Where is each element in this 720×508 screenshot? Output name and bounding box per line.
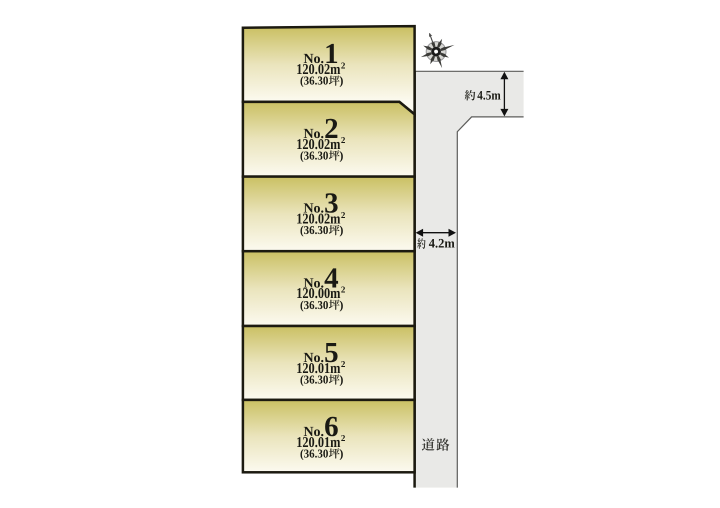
svg-text:120.00m: 120.00m	[296, 286, 341, 302]
svg-text:): )	[339, 74, 343, 88]
svg-text:2: 2	[341, 433, 346, 443]
svg-text:2: 2	[341, 135, 346, 145]
svg-text:): )	[339, 298, 343, 312]
svg-text:2: 2	[341, 60, 346, 70]
svg-text:): )	[339, 223, 343, 237]
svg-text:(36.30: (36.30	[300, 373, 328, 387]
svg-text:): )	[339, 149, 343, 163]
svg-text:(36.30: (36.30	[300, 223, 328, 237]
svg-text:120.02m: 120.02m	[296, 137, 341, 153]
svg-text:): )	[339, 447, 343, 461]
svg-text:No.1: No.1	[303, 38, 338, 70]
svg-text:(36.30: (36.30	[300, 447, 328, 461]
svg-text:120.01m: 120.01m	[296, 435, 341, 451]
svg-text:(36.30: (36.30	[300, 298, 328, 312]
svg-text:No.3: No.3	[303, 188, 338, 220]
svg-text:(36.30: (36.30	[300, 74, 328, 88]
svg-text:No.6: No.6	[303, 411, 338, 443]
svg-text:2: 2	[341, 284, 346, 294]
svg-text:120.01m: 120.01m	[296, 361, 341, 377]
svg-text:2: 2	[341, 210, 346, 220]
svg-text:(36.30: (36.30	[300, 149, 328, 163]
svg-text:No.4: No.4	[303, 262, 338, 294]
svg-text:4.2m: 4.2m	[429, 235, 455, 250]
svg-text:No.5: No.5	[303, 337, 338, 369]
svg-text:4.5m: 4.5m	[477, 87, 501, 102]
svg-text:): )	[339, 373, 343, 387]
svg-text:2: 2	[341, 359, 346, 369]
svg-text:120.02m: 120.02m	[296, 212, 341, 228]
svg-text:No.2: No.2	[303, 113, 338, 145]
svg-text:120.02m: 120.02m	[296, 62, 341, 78]
